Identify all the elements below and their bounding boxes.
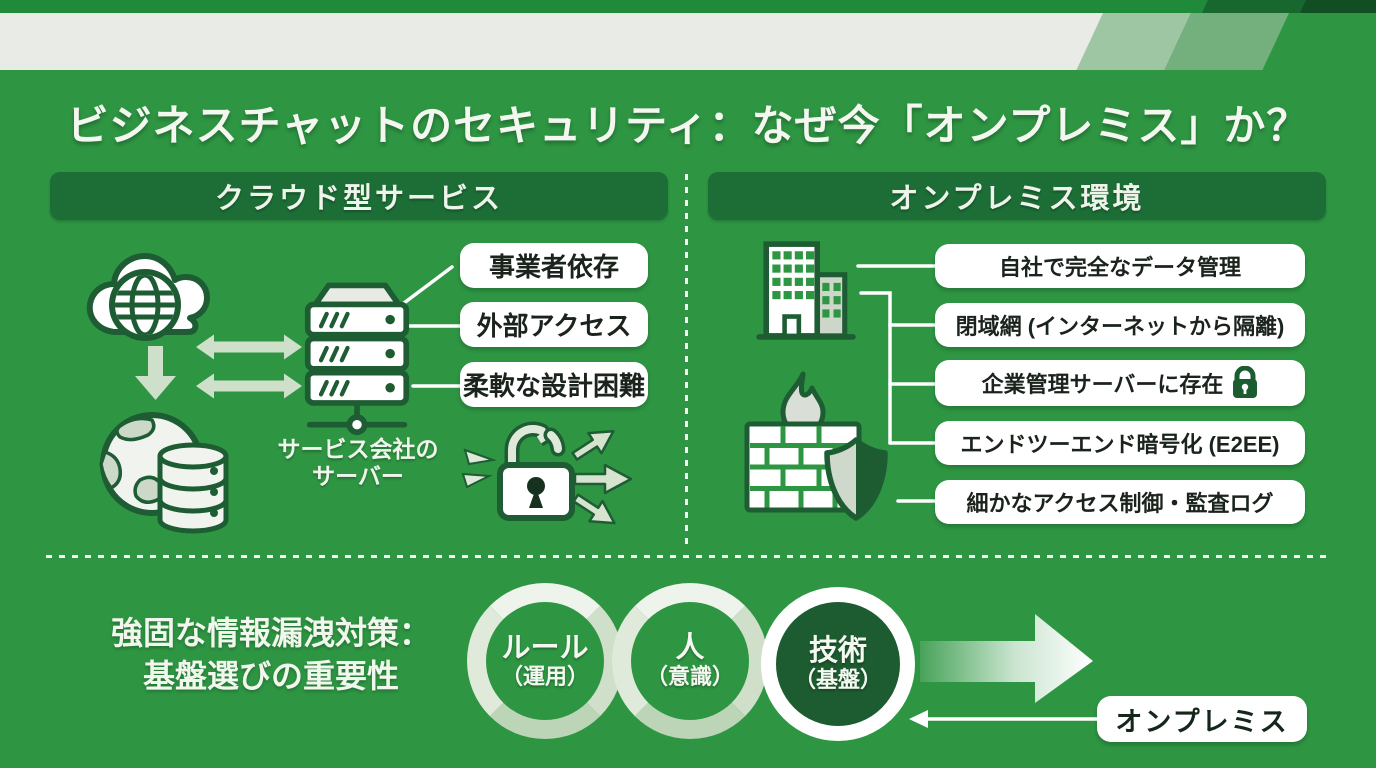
onpremise-conclusion-pill: オンプレミス: [1097, 696, 1307, 742]
globe-database-icon: [99, 412, 229, 534]
onprem-benefit-pill-4: エンドツーエンド暗号化 (E2EE): [935, 421, 1305, 465]
top-strip-segment-dark: [1299, 0, 1376, 13]
circle-rule-subtitle: （運用）: [500, 664, 589, 689]
cloud-globe-icon: [86, 253, 210, 341]
onprem-benefit-pill-2: 閉域網 (インターネットから隔離): [935, 303, 1305, 347]
onprem-benefit-label-5: 細かなアクセス制御・監査ログ: [966, 491, 1274, 516]
onprem-benefit-pill-3: 企業管理サーバーに存在: [935, 360, 1305, 406]
cloud-risk-pill-1: 事業者依存: [460, 243, 648, 288]
onprem-benefit-pill-1: 自社で完全なデータ管理: [935, 244, 1305, 288]
building-icon: [756, 241, 856, 340]
cloud-risk-label-3: 柔軟な設計困難: [462, 371, 645, 401]
band-gray-stripe: [0, 13, 1131, 70]
circle-people: 人 （意識）: [612, 583, 768, 739]
circle-technology: 技術 （基盤）: [761, 587, 915, 741]
page-title: ビジネスチャットのセキュリティ：なぜ今「オンプレミス」か？: [66, 102, 1310, 149]
header-band: [0, 13, 1376, 70]
onprem-benefit-label-3: 企業管理サーバーに存在: [981, 372, 1224, 397]
circle-rule: ルール （運用）: [467, 583, 623, 739]
onprem-benefit-label-4: エンドツーエンド暗号化 (E2EE): [960, 432, 1280, 457]
circle-people-title: 人: [675, 632, 705, 664]
server-caption: サービス会社の サーバー: [272, 436, 444, 490]
cloud-risk-pill-3: 柔軟な設計困難: [460, 362, 648, 407]
right-panel-header: オンプレミス環境: [708, 172, 1326, 220]
lock-icon: [1233, 366, 1258, 398]
onprem-benefit-label-2: 閉域網 (インターネットから隔離): [955, 314, 1285, 339]
server-caption-line2: サーバー: [312, 463, 404, 489]
server-rack-icon: [304, 282, 410, 436]
circle-technology-title: 技術: [808, 635, 867, 667]
bottom-heading: 強固な情報漏洩対策： 基盤選びの重要性: [68, 612, 474, 698]
bottom-heading-line1: 強固な情報漏洩対策：: [110, 615, 431, 651]
circle-rule-title: ルール: [501, 632, 589, 664]
top-accent-strip: [0, 0, 1376, 13]
bottom-heading-line2: 基盤選びの重要性: [142, 658, 399, 694]
circle-technology-subtitle: （基盤）: [793, 667, 882, 692]
server-caption-line1: サービス会社の: [277, 436, 439, 462]
thin-left-arrow-icon: [909, 710, 1098, 728]
horizontal-dotted-divider: [46, 555, 1332, 558]
circle-people-subtitle: （意識）: [645, 664, 734, 689]
onpremise-conclusion-label: オンプレミス: [1115, 706, 1289, 737]
right-panel-header-label: オンプレミス環境: [889, 183, 1145, 215]
broken-lock-icon: [461, 421, 633, 525]
cloud-risk-pill-2: 外部アクセス: [460, 302, 648, 347]
cloud-risk-label-2: 外部アクセス: [476, 311, 632, 341]
cloud-risk-label-1: 事業者依存: [488, 252, 619, 282]
onprem-benefit-pill-5: 細かなアクセス制御・監査ログ: [935, 480, 1305, 524]
left-panel-header: クラウド型サービス: [50, 172, 668, 220]
onprem-benefit-label-1: 自社で完全なデータ管理: [998, 255, 1241, 280]
down-arrow-icon: [135, 346, 176, 400]
firewall-shield-icon: [744, 371, 888, 521]
left-panel-header-label: クラウド型サービス: [214, 183, 503, 215]
vertical-dotted-divider: [685, 174, 688, 544]
big-right-arrow-icon: [920, 614, 1093, 703]
